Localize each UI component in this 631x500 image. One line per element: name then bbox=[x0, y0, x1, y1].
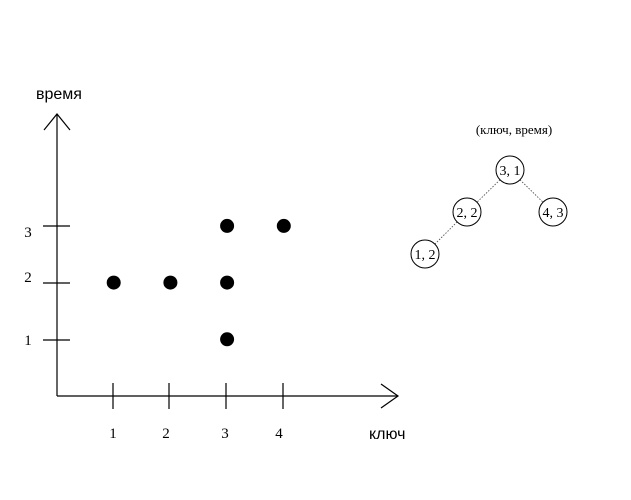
tree-edge bbox=[519, 179, 544, 203]
tree-edge bbox=[476, 179, 501, 203]
x-tick-label: 1 bbox=[109, 426, 117, 442]
tree-node-label: 3, 1 bbox=[500, 164, 521, 179]
data-point bbox=[163, 275, 178, 290]
data-point bbox=[220, 218, 235, 233]
tree-node: 2, 2 bbox=[452, 197, 482, 227]
tree-node-circle bbox=[410, 239, 440, 269]
x-tick-label: 3 bbox=[221, 426, 229, 442]
tree-node-label: 1, 2 bbox=[415, 248, 436, 263]
tree-node: 3, 1 bbox=[495, 155, 525, 185]
y-tick-label: 1 bbox=[24, 333, 32, 349]
tree-node-circle bbox=[495, 155, 525, 185]
x-axis-arrowhead bbox=[380, 383, 400, 409]
tree-node-label: 4, 3 bbox=[543, 206, 564, 221]
x-ticks: 1 2 3 4 bbox=[109, 383, 284, 442]
tree-node-label: 2, 2 bbox=[457, 206, 478, 221]
x-tick-label: 2 bbox=[162, 426, 170, 442]
data-points bbox=[106, 218, 291, 347]
data-point bbox=[220, 275, 235, 290]
tree-node-circle bbox=[452, 197, 482, 227]
data-point bbox=[220, 332, 235, 347]
tree-node-circle bbox=[538, 197, 568, 227]
data-point bbox=[106, 275, 121, 290]
x-tick-label: 4 bbox=[275, 426, 283, 442]
tree-title: (ключ, время) bbox=[476, 122, 552, 137]
x-axis-label: ключ bbox=[369, 426, 406, 443]
data-point bbox=[276, 218, 291, 233]
tree-node: 1, 2 bbox=[410, 239, 440, 269]
y-tick-label: 2 bbox=[24, 270, 32, 286]
tree-edge bbox=[434, 221, 458, 245]
tree-edges bbox=[434, 179, 544, 245]
tree-node: 4, 3 bbox=[538, 197, 568, 227]
tree-nodes: 3, 1 2, 2 4, 3 1, 2 bbox=[410, 155, 568, 269]
y-axis-label: время bbox=[36, 86, 82, 103]
axes bbox=[43, 113, 400, 409]
y-tick-label: 3 bbox=[24, 225, 32, 241]
y-axis-arrowhead bbox=[43, 113, 71, 131]
y-ticks: 1 2 3 bbox=[24, 225, 70, 349]
